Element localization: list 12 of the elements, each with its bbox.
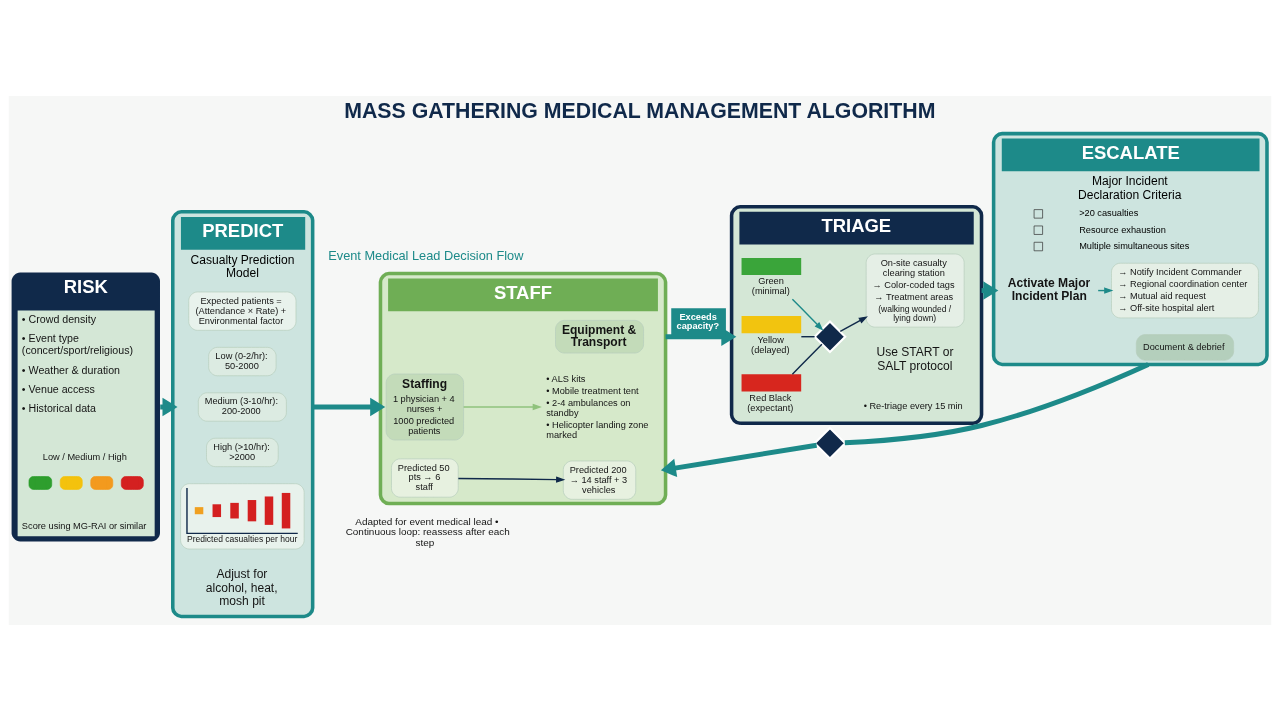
node-text: Activate Major Incident Plan: [1007, 275, 1091, 303]
node-label: Yellow (delayed): [751, 334, 790, 355]
label: Adjust for alcohol, heat, mosh pit: [205, 566, 278, 608]
node-label: Green (minimal): [751, 275, 790, 296]
node-text: • ALS kits • Mobile treatment tent • 2-4 ambulances on standby • Helicopter landing zone marked: [546, 373, 649, 440]
label: Event Medical Lead Decision Flow: [328, 247, 524, 263]
node-label: Red Black (expectant): [747, 392, 794, 413]
label: Use START or SALT protocol: [876, 344, 954, 373]
label: • Re-triage every 15 min: [863, 400, 963, 411]
edge-label: Exceeds capacity?: [676, 311, 720, 331]
diagram-title: MASS GATHERING MEDICAL MANAGEMENT ALGORITHM: [344, 98, 936, 123]
caption: Adapted for event medical lead • Continuous loop: reassess after each step: [345, 515, 510, 548]
